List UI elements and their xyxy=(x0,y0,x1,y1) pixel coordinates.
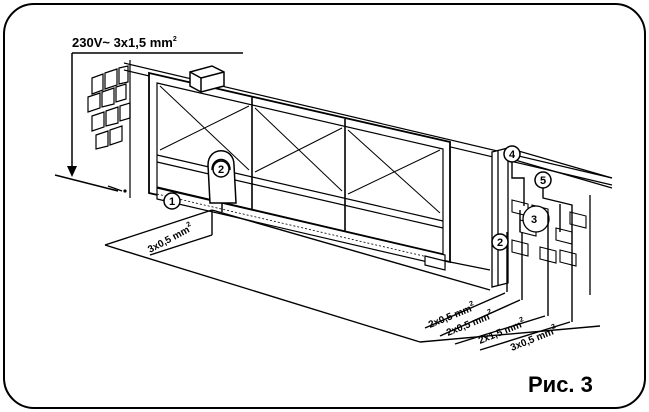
component-2-pillar-marker: 2 xyxy=(491,233,509,251)
power-supply: 230V~ 3x1,5 mm2 xyxy=(54,35,243,193)
component-4-marker: 4 xyxy=(503,145,521,163)
component-2-gate-label: 2 xyxy=(218,164,224,176)
figure-label: Рис. 3 xyxy=(528,372,593,397)
component-2-pillar-label: 2 xyxy=(497,237,503,249)
ground-lines xyxy=(104,209,601,351)
component-5-label: 5 xyxy=(540,175,546,187)
right-pillar xyxy=(491,147,613,295)
component-1-label: 1 xyxy=(169,196,175,208)
arrow-down-icon xyxy=(67,166,77,177)
control-unit-outline xyxy=(522,205,550,233)
left-brick-wall xyxy=(87,60,131,198)
pillar-cables xyxy=(506,162,573,322)
component-1-marker: 1 xyxy=(163,192,181,210)
power-supply-superscript: 2 xyxy=(173,36,177,43)
component-5-marker: 5 xyxy=(534,171,552,189)
component-2-gate-marker: 2 xyxy=(212,160,230,178)
cable-motor-label: 3x0,5 mm2 xyxy=(145,221,195,256)
figure-frame xyxy=(3,3,646,409)
sliding-gate xyxy=(148,71,451,271)
component-3-label: 3 xyxy=(531,214,537,226)
right-brick-wall xyxy=(511,199,587,267)
guide-box xyxy=(189,65,225,93)
power-supply-label: 230V~ 3x1,5 mm2 xyxy=(72,35,177,50)
gate-motor xyxy=(207,150,237,212)
component-4-label: 4 xyxy=(509,149,516,161)
